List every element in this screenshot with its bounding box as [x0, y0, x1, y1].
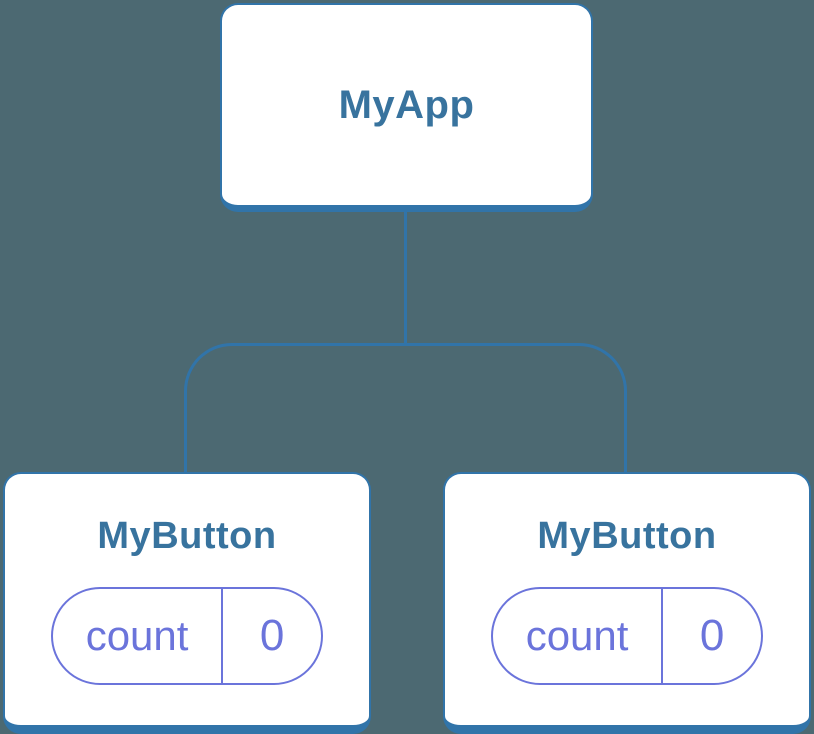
state-pill: count 0	[51, 586, 323, 685]
state-pill: count 0	[491, 586, 763, 685]
component-card-root: MyApp	[220, 3, 593, 212]
root-component-label: MyApp	[338, 83, 475, 127]
component-card-child-left: MyButton count 0	[3, 472, 371, 734]
child-component-label: MyButton	[537, 515, 717, 557]
connector-bracket-line	[184, 343, 627, 475]
component-card-child-right: MyButton count 0	[443, 472, 811, 734]
connector-stem-line	[404, 206, 407, 346]
child-component-label: MyButton	[97, 515, 277, 557]
state-key-label: count	[493, 588, 664, 683]
state-value-label: 0	[699, 610, 725, 660]
state-value-label: 0	[259, 610, 285, 660]
state-key-label: count	[53, 588, 224, 683]
